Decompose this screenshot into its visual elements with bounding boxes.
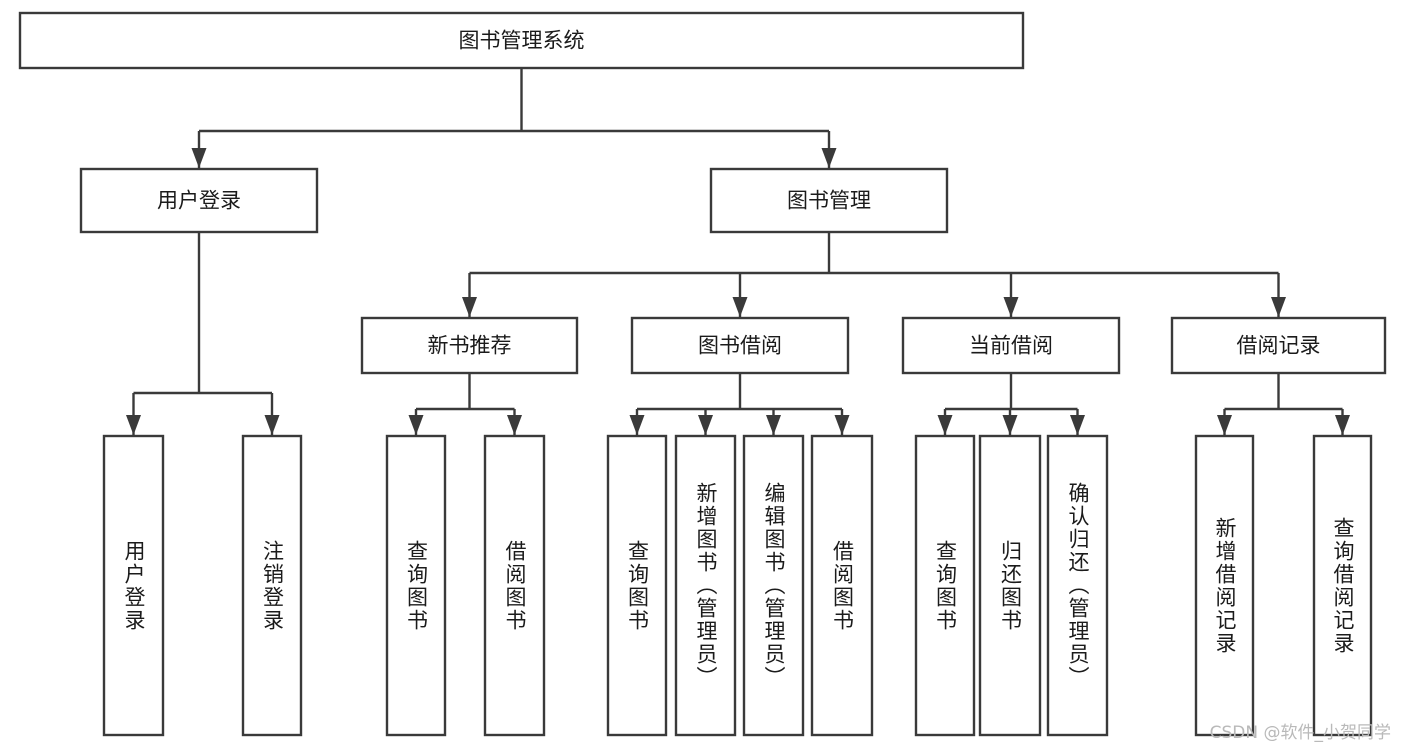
leaf-node-label-6: 编辑图书（管理员） <box>762 482 786 689</box>
connector-layer <box>126 68 1350 435</box>
leaf-node-box-1 <box>241 434 303 737</box>
level1-node-label-1: 图书管理 <box>787 189 871 213</box>
arrow-head <box>1335 415 1350 435</box>
leaf-node-label-0: 用户登录 <box>122 539 146 632</box>
csdn-watermark: CSDN @软件_小贺同学 <box>1209 723 1391 743</box>
leaf-node-box-8 <box>914 434 976 737</box>
level2-node-box-3 <box>1170 316 1387 375</box>
leaf-node-box-11 <box>1194 434 1255 737</box>
level2-node-box-2 <box>901 316 1121 375</box>
leaf-node-label-4: 查询图书 <box>625 539 650 632</box>
leaf-node-box-4 <box>606 434 668 737</box>
arrow-head <box>264 415 280 435</box>
arrow-head <box>821 148 837 168</box>
arrow-head <box>629 415 645 435</box>
arrow-head <box>126 415 141 435</box>
arrow-head <box>1002 415 1018 435</box>
level2-node-label-0: 新书推荐 <box>428 334 512 358</box>
leaf-node-box-3 <box>483 434 546 737</box>
leaf-node-label-11: 新增借阅记录 <box>1213 516 1237 655</box>
level1-node-label-0: 用户登录 <box>157 189 241 213</box>
leaf-node-label-7: 借阅图书 <box>830 539 855 632</box>
level1-node-box-1 <box>709 167 949 234</box>
level2-node-label-1: 图书借阅 <box>698 334 782 358</box>
level2-node-label-3: 借阅记录 <box>1237 334 1321 358</box>
arrow-head <box>462 297 477 317</box>
arrow-head <box>191 148 207 168</box>
leaf-node-label-8: 查询图书 <box>933 539 958 632</box>
arrow-head <box>834 415 850 435</box>
arrow-head <box>1271 297 1286 317</box>
arrow-head <box>766 415 781 435</box>
arrow-head <box>1003 297 1019 317</box>
leaf-node-label-1: 注销登录 <box>260 539 285 632</box>
leaf-node-box-0 <box>102 434 165 737</box>
root-node-box <box>18 11 1025 70</box>
node-box-layer <box>18 11 1387 737</box>
arrow-head <box>698 415 713 435</box>
leaf-node-box-10 <box>1046 434 1109 737</box>
leaf-node-label-10: 确认归还（管理员） <box>1066 482 1090 689</box>
leaf-node-box-5 <box>674 434 737 737</box>
leaf-node-label-3: 借阅图书 <box>503 539 527 632</box>
level2-node-box-0 <box>360 316 579 375</box>
leaf-node-label-5: 新增图书（管理员） <box>694 482 718 689</box>
leaf-node-label-9: 归还图书 <box>998 539 1023 632</box>
leaf-node-label-2: 查询图书 <box>404 539 429 632</box>
leaf-node-label-12: 查询借阅记录 <box>1331 516 1355 655</box>
level2-node-label-2: 当前借阅 <box>969 334 1053 358</box>
arrow-head <box>732 297 748 317</box>
root-node-label: 图书管理系统 <box>459 29 585 53</box>
arrow-head <box>1070 415 1085 435</box>
arrow-head <box>408 415 424 435</box>
arrow-head <box>1217 415 1232 435</box>
leaf-node-box-2 <box>385 434 447 737</box>
arrow-head <box>507 415 522 435</box>
arrow-head <box>937 415 953 435</box>
leaf-node-box-9 <box>978 434 1042 737</box>
leaf-node-box-12 <box>1312 434 1373 737</box>
leaf-node-box-7 <box>810 434 874 737</box>
level1-node-box-0 <box>79 167 319 234</box>
leaf-node-box-6 <box>742 434 805 737</box>
level2-node-box-1 <box>630 316 850 375</box>
